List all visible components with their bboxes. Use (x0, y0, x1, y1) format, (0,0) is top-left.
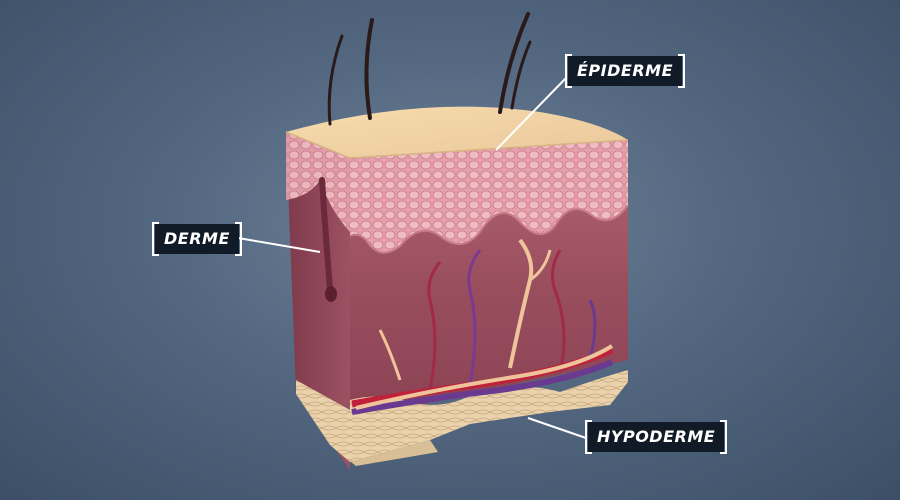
derme-label: DERME (152, 222, 242, 256)
nerve-fibers (355, 238, 614, 410)
skin-surface (285, 106, 629, 159)
epiderme-layer (349, 140, 629, 254)
epiderme-label: ÉPIDERME (565, 54, 685, 88)
hypoderme-layer (296, 370, 628, 466)
leader-lines (237, 77, 587, 439)
hair-strands (327, 12, 532, 126)
hypoderme-label: HYPODERME (584, 420, 728, 454)
